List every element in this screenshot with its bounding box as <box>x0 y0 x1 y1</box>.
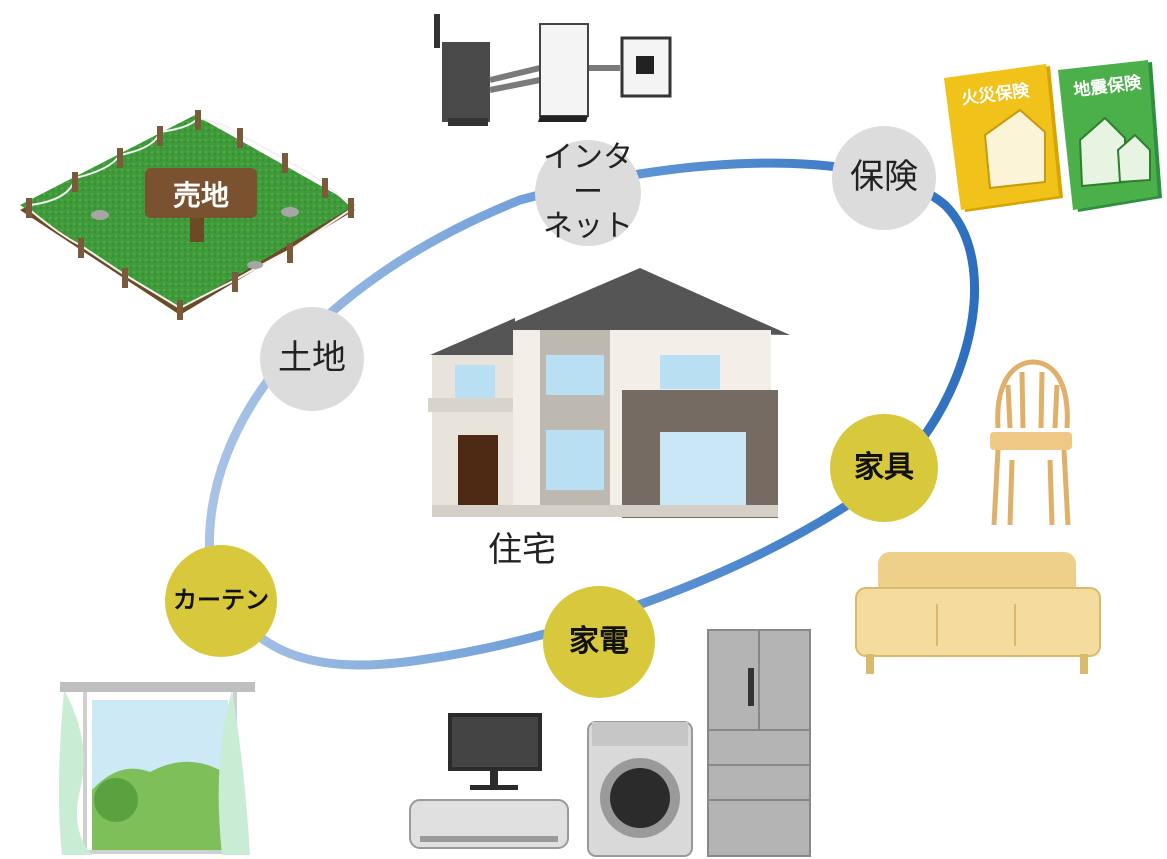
node-appliances: 家電 <box>543 586 655 698</box>
node-curtain: カーテン <box>165 545 277 657</box>
chair-illustration <box>991 359 1071 526</box>
node-furniture-label: 家具 <box>854 449 914 485</box>
node-internet-line2: ネット <box>543 209 633 245</box>
node-land: 土地 <box>260 307 364 411</box>
node-furniture: 家具 <box>830 414 938 522</box>
node-internet: インター ネット <box>535 140 641 246</box>
node-curtain-label: カーテン <box>173 586 269 615</box>
refrigerator-illustration <box>707 629 811 857</box>
chair-seat <box>990 432 1072 450</box>
house-label: 住宅 <box>488 530 556 570</box>
insurance-books-illustration <box>944 60 1162 212</box>
node-internet-line1: インター <box>543 140 633 210</box>
house-illustration <box>428 268 790 518</box>
cycle-ring <box>204 158 979 670</box>
land-sign-text: 売地 <box>173 179 229 212</box>
node-land-label: 土地 <box>278 338 346 379</box>
node-appliances-label: 家電 <box>569 623 629 659</box>
node-insurance-label: 保険 <box>850 157 918 198</box>
node-insurance: 保険 <box>832 126 936 230</box>
washing-machine-illustration <box>587 721 693 857</box>
land-plot-illustration <box>20 110 355 320</box>
window-curtain-illustration <box>58 682 255 855</box>
router-illustration <box>434 14 672 126</box>
air-conditioner-illustration <box>409 799 569 849</box>
tv-illustration <box>448 713 542 790</box>
sofa-illustration <box>855 552 1101 674</box>
